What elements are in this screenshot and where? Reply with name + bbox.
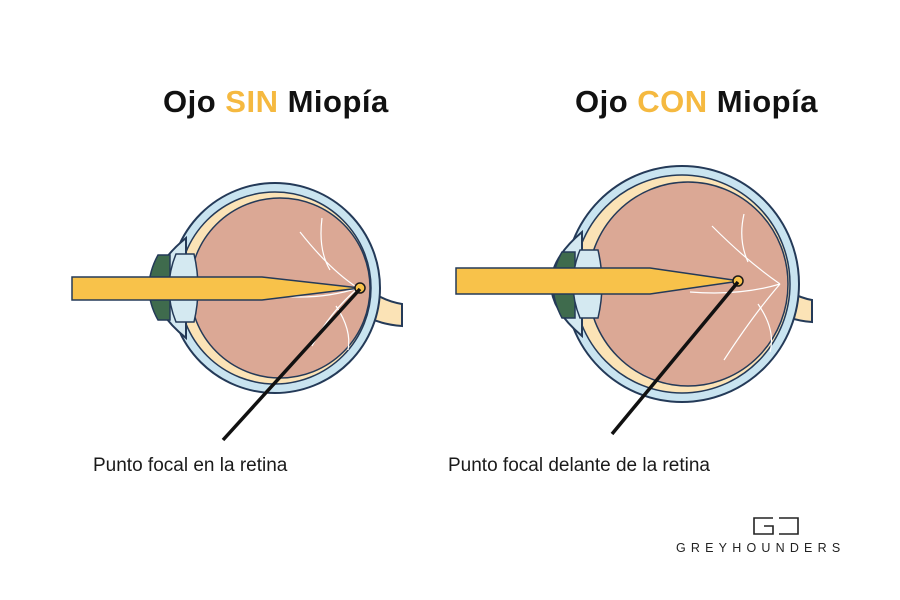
eye-myopic <box>455 165 813 436</box>
title-left-prefix: Ojo <box>163 84 226 119</box>
title-right-accent: CON <box>637 84 708 119</box>
brand-wordmark: GREYHOUNDERS <box>676 541 846 555</box>
focal-pointer-line <box>610 280 740 436</box>
title-left-accent: SIN <box>225 84 279 119</box>
caption-focal-before-retina: Punto focal delante de la retina <box>448 455 710 476</box>
title-right-suffix: Miopía <box>707 84 818 119</box>
light-beam <box>455 267 741 295</box>
title-left-suffix: Miopía <box>278 84 389 119</box>
title-without-myopia: Ojo SIN Miopía <box>163 84 389 120</box>
greyhounders-logo-icon <box>753 517 799 535</box>
light-beam <box>71 276 361 301</box>
eye-normal <box>71 182 403 442</box>
caption-focal-on-retina: Punto focal en la retina <box>93 455 288 476</box>
retina-vessels <box>689 213 781 361</box>
title-with-myopia: Ojo CON Miopía <box>575 84 818 120</box>
title-right-prefix: Ojo <box>575 84 638 119</box>
focal-pointer-line <box>221 287 362 442</box>
